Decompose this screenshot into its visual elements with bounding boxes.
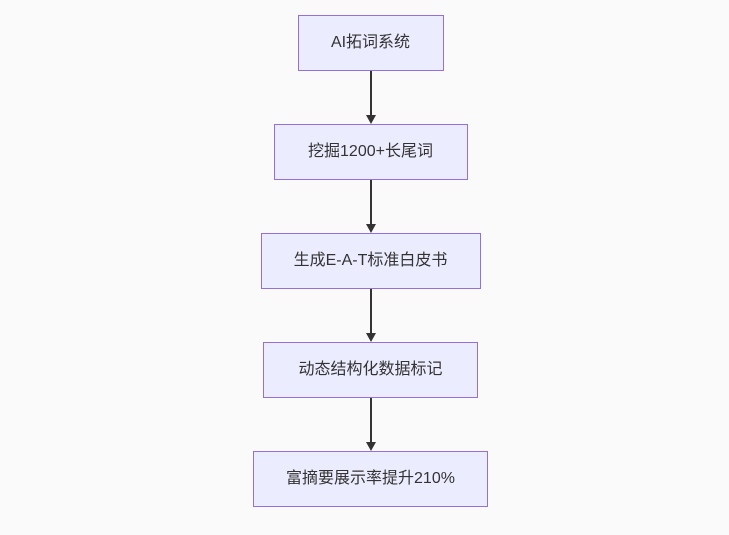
flowchart: AI拓词系统 挖掘1200+长尾词 生成E-A-T标准白皮书 动态结构化数据标记 xyxy=(6,0,729,507)
flow-node-rich-snippet-rate-increase: 富摘要展示率提升210% xyxy=(253,451,488,507)
node-label: AI拓词系统 xyxy=(330,34,411,51)
node-label: 动态结构化数据标记 xyxy=(298,361,443,378)
arrow-head-icon xyxy=(365,442,376,451)
arrow-line xyxy=(369,289,372,333)
node-label: 生成E-A-T标准白皮书 xyxy=(293,252,448,269)
arrow-head-icon xyxy=(365,115,376,124)
flow-node-ai-word-expansion-system: AI拓词系统 xyxy=(297,15,444,71)
flow-arrow-1 xyxy=(365,71,376,124)
arrow-head-icon xyxy=(365,333,376,342)
node-label: 富摘要展示率提升210% xyxy=(286,470,455,487)
arrow-line xyxy=(369,180,372,224)
arrow-head-icon xyxy=(365,224,376,233)
arrow-line xyxy=(369,398,372,442)
arrow-line xyxy=(369,71,372,115)
flow-arrow-4 xyxy=(365,398,376,451)
node-label: 挖掘1200+长尾词 xyxy=(308,143,433,160)
flow-arrow-3 xyxy=(365,289,376,342)
flow-node-dynamic-structured-data-markup: 动态结构化数据标记 xyxy=(263,342,478,398)
flow-arrow-2 xyxy=(365,180,376,233)
flow-node-eat-whitepaper-generation: 生成E-A-T标准白皮书 xyxy=(260,233,481,289)
flow-node-longtail-keyword-mining: 挖掘1200+长尾词 xyxy=(273,124,468,180)
